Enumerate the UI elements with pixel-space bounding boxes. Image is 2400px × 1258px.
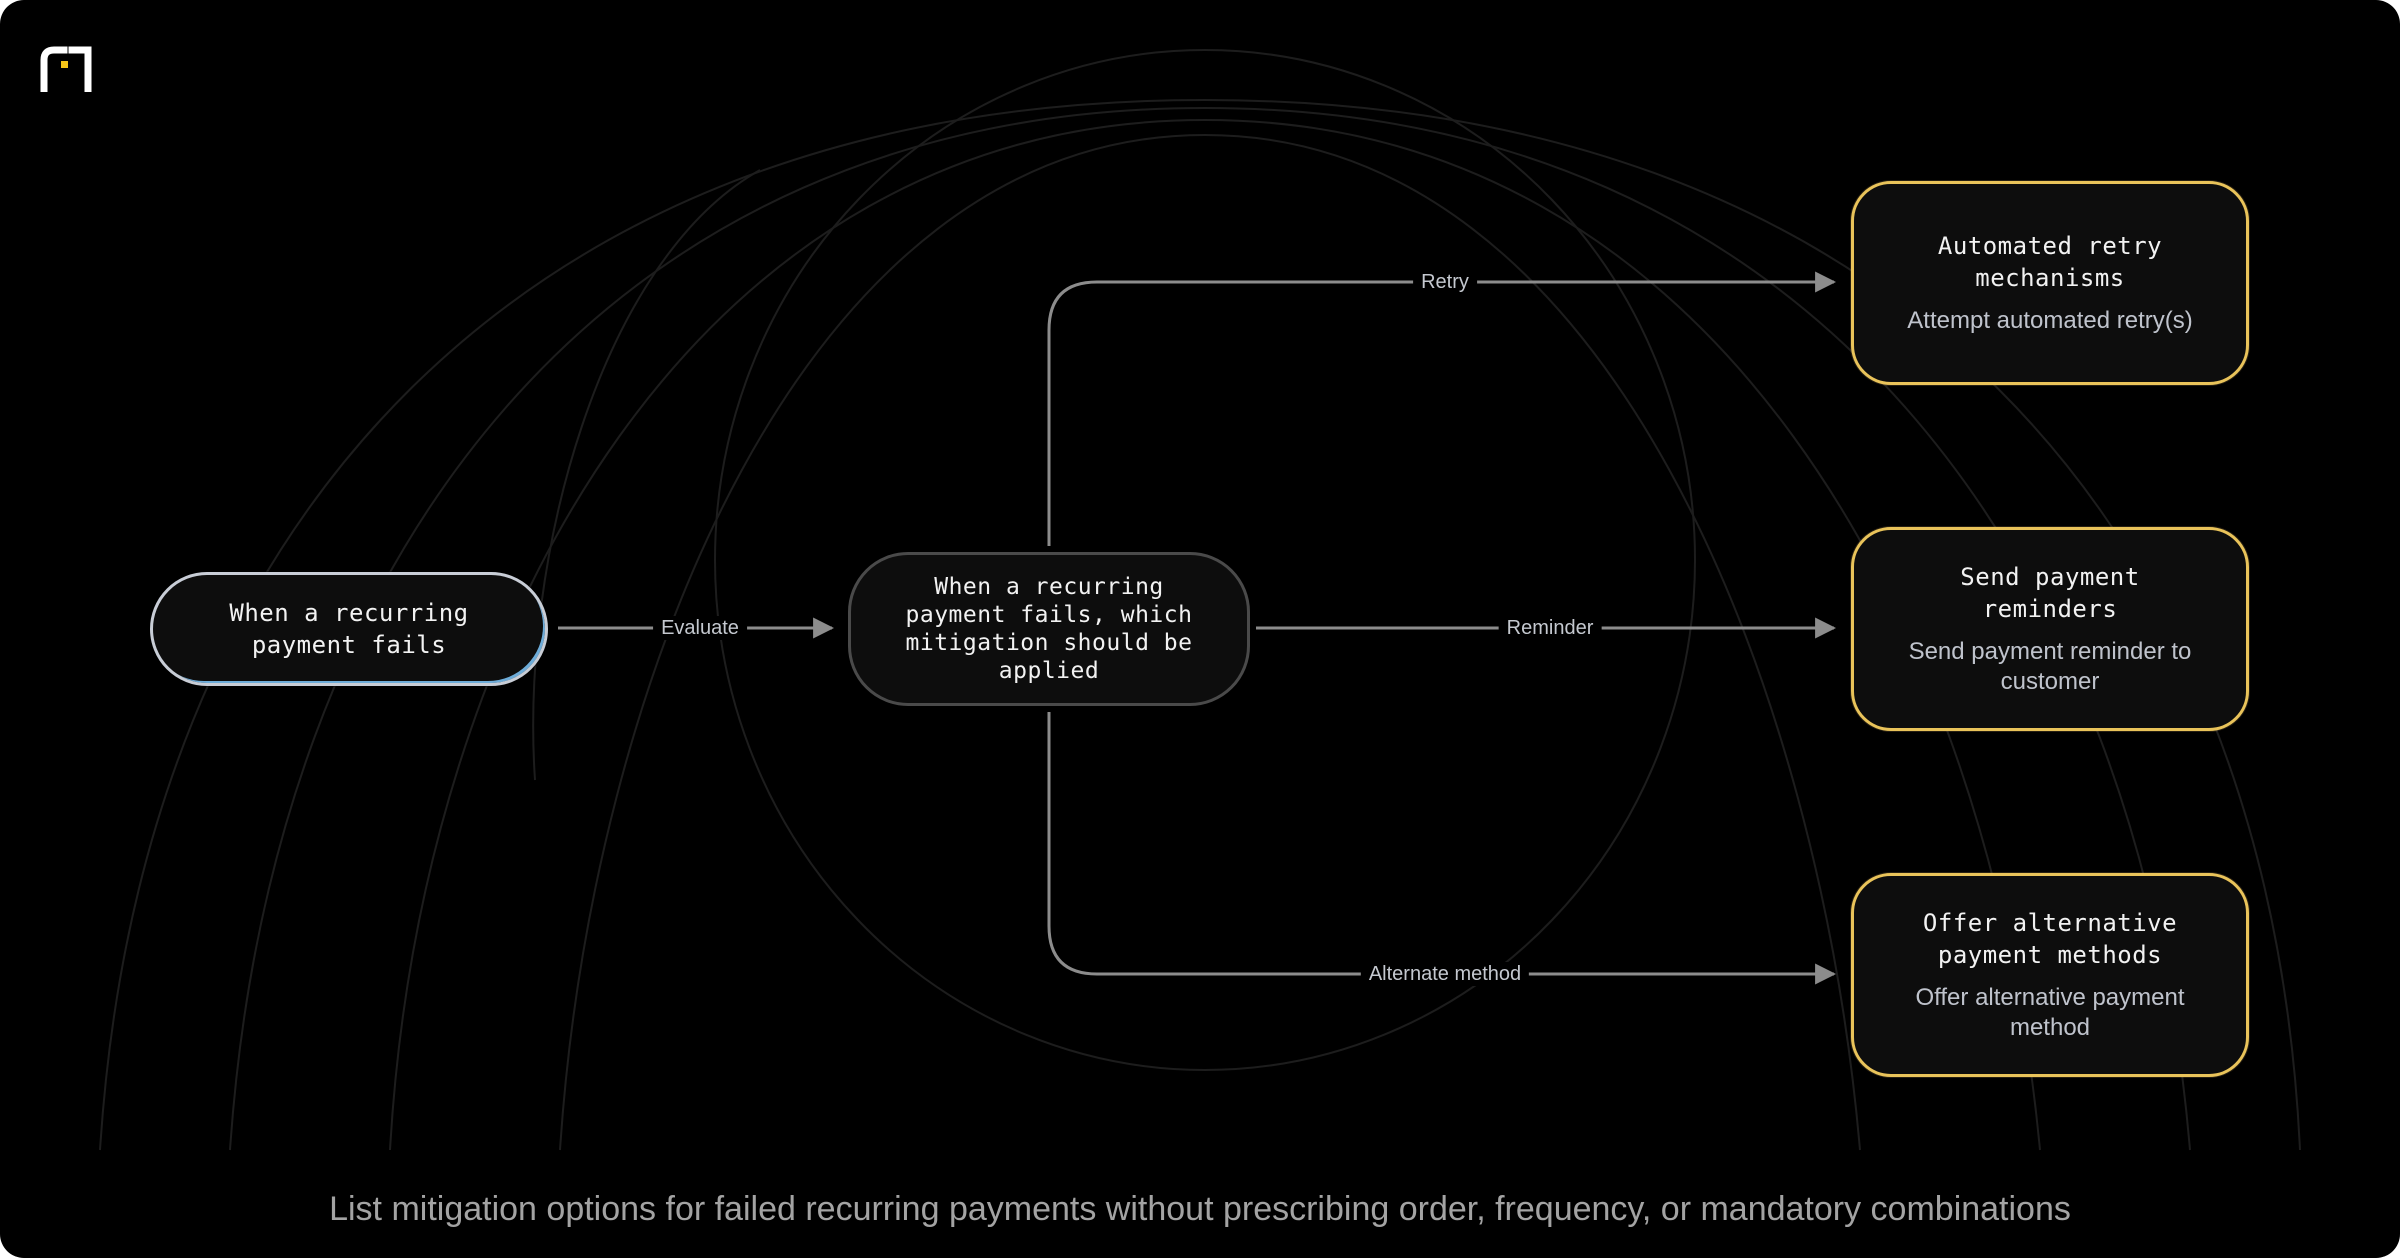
outcome-node-alternate: Offer alternative payment methods Offer … — [1851, 873, 2249, 1077]
decision-node-title: When a recurring payment fails, which mi… — [905, 574, 1193, 684]
brand-logo-icon — [40, 46, 94, 96]
start-node-title: When a recurring payment fails — [229, 599, 469, 659]
decision-node: When a recurring payment fails, which mi… — [848, 552, 1250, 706]
outcome-title: Offer alternative payment methods — [1922, 909, 2178, 969]
outcome-node-reminder: Send payment reminders Send payment remi… — [1851, 527, 2249, 731]
edge-label-retry: Retry — [1413, 270, 1477, 294]
outcome-subtitle: Offer alternative payment method — [1915, 984, 2185, 1041]
edge-label-alternate: Alternate method — [1360, 962, 1530, 986]
edge-label-evaluate: Evaluate — [653, 616, 747, 640]
edge-retry-line — [1047, 271, 1837, 546]
edge-alternate-line — [1047, 712, 1837, 985]
outcome-title: Automated retry mechanisms — [1937, 232, 2163, 292]
diagram-caption: List mitigation options for failed recur… — [329, 1190, 2071, 1228]
outcome-title: Send payment reminders — [1960, 563, 2140, 623]
edge-label-reminder: Reminder — [1498, 616, 1602, 640]
outcome-subtitle: Attempt automated retry(s) — [1907, 307, 2193, 334]
outcome-node-retry: Automated retry mechanisms Attempt autom… — [1851, 181, 2249, 385]
outcome-subtitle: Send payment reminder to customer — [1908, 638, 2192, 695]
start-node: When a recurring payment fails — [150, 572, 548, 686]
